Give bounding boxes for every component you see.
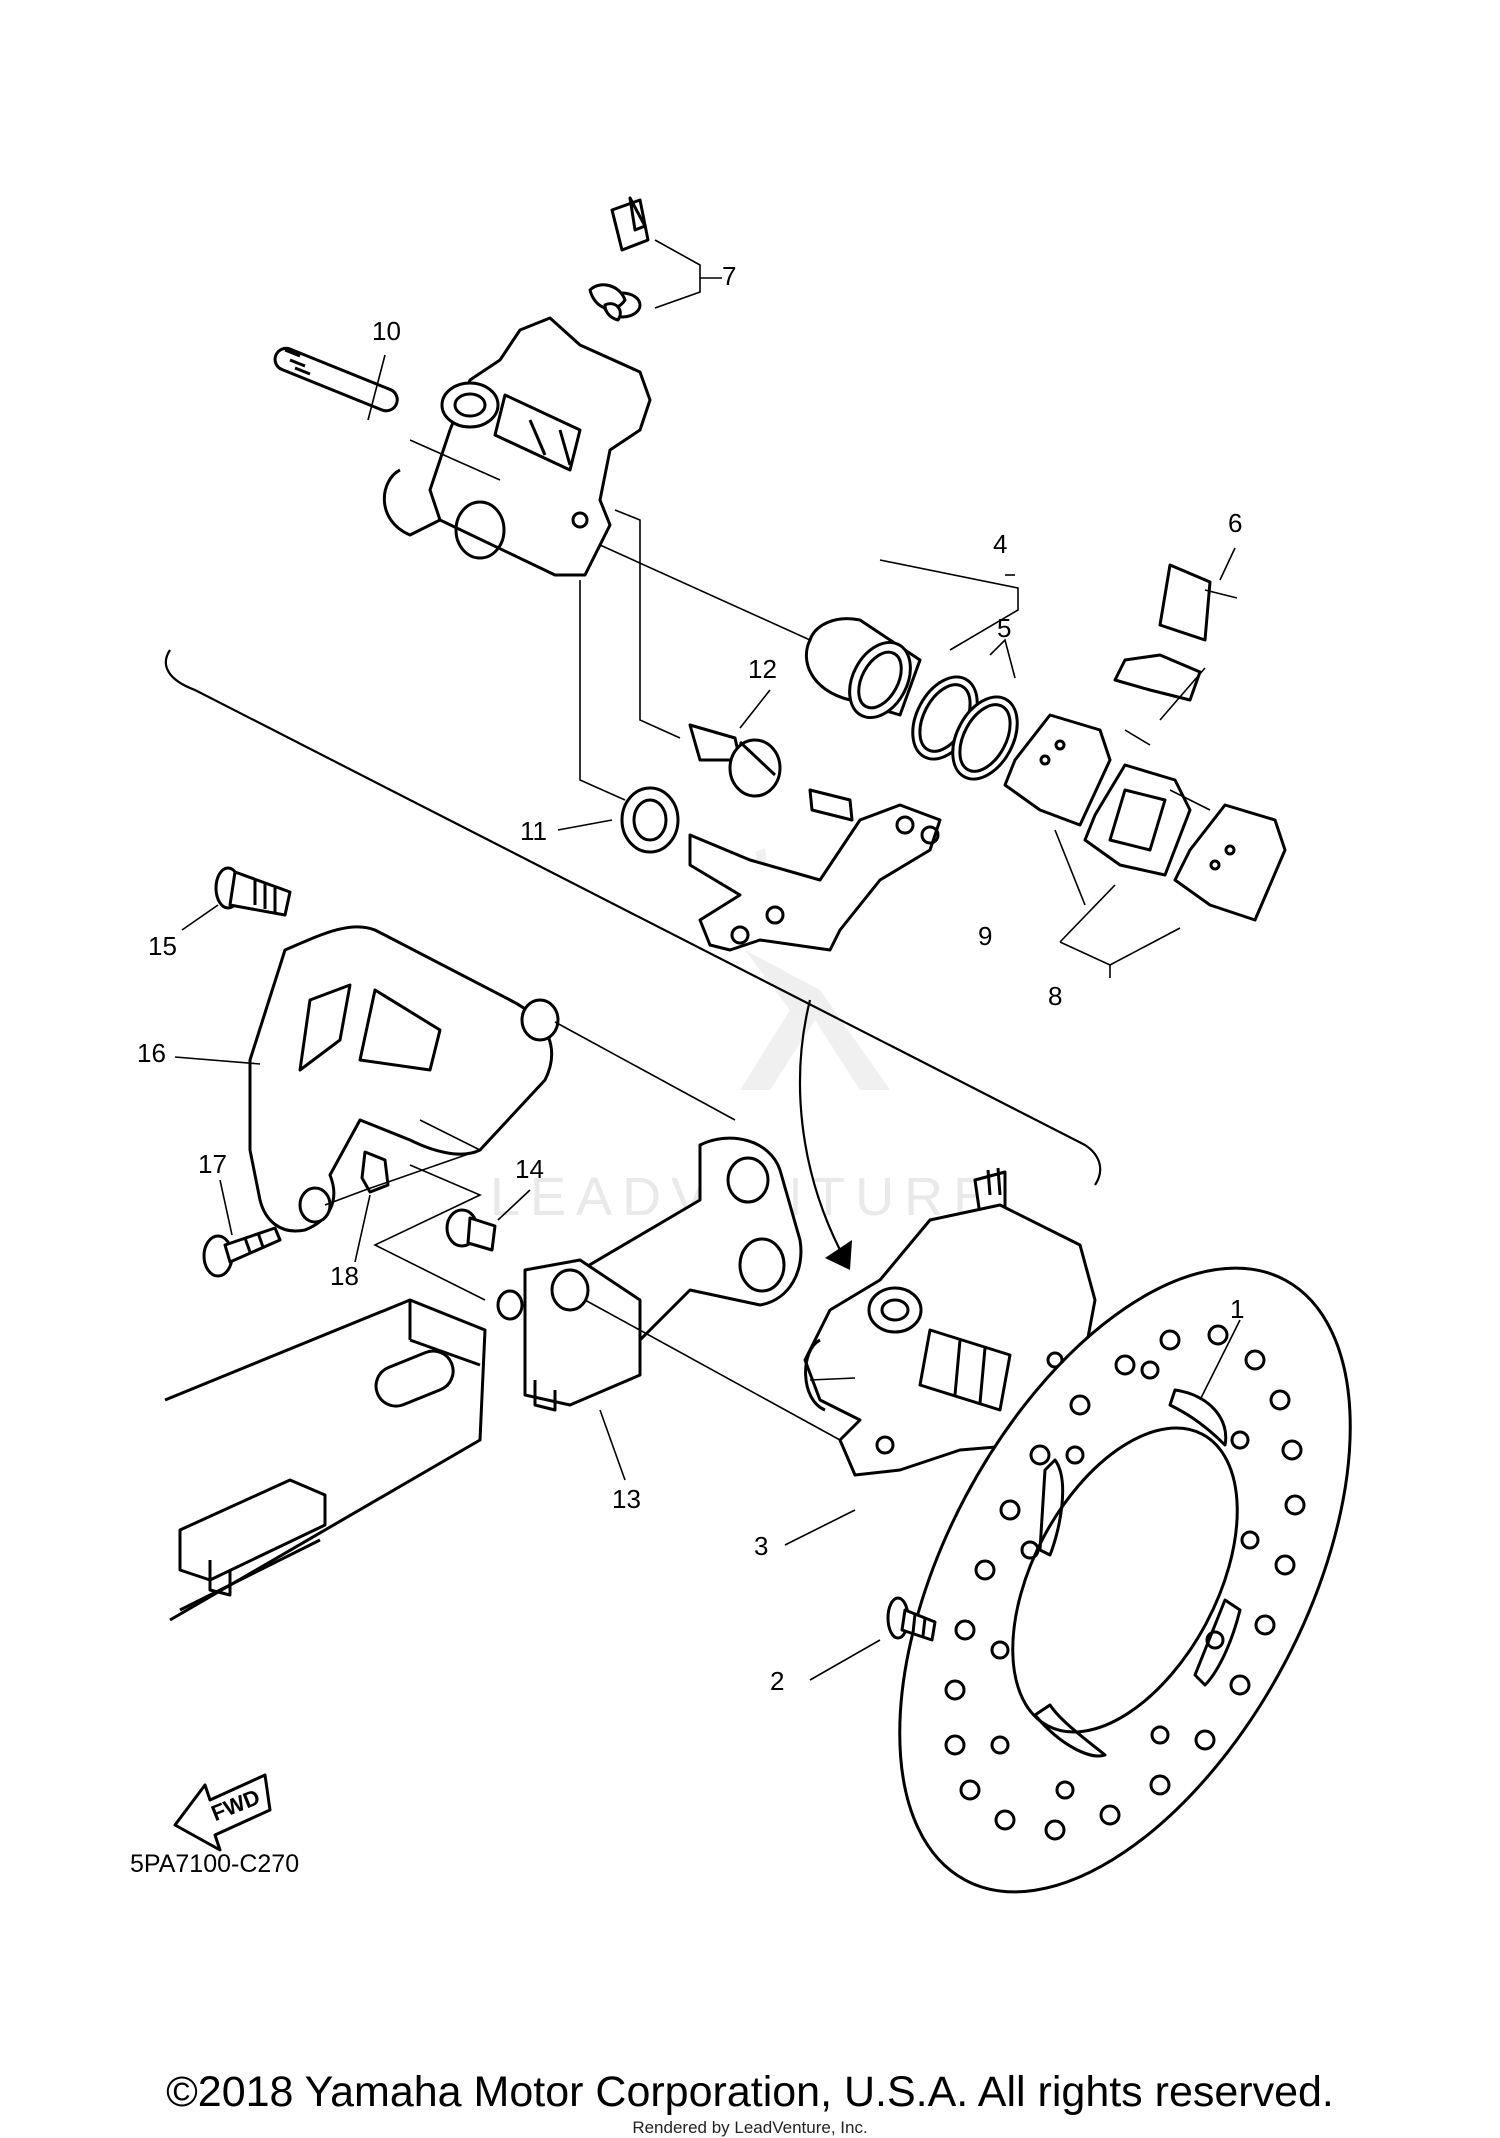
callout-14: 14 — [515, 1154, 544, 1184]
assembly-arrow-head — [825, 1240, 852, 1270]
group-separator-line — [164, 649, 1102, 1186]
callout-12: 12 — [748, 654, 777, 684]
alignment-line — [554, 1021, 736, 1121]
pad-spring — [1113, 563, 1212, 702]
callout-3: 3 — [754, 1531, 768, 1561]
alignment-line — [324, 1119, 483, 1206]
disc-holes — [944, 1324, 1306, 1841]
bleeder-screw — [588, 196, 650, 322]
copyright-notice: ©2018 Yamaha Motor Corporation, U.S.A. A… — [166, 2068, 1334, 2116]
callout-18: 18 — [330, 1261, 359, 1291]
callout-5: 5 — [997, 613, 1011, 643]
callout-9: 9 — [978, 921, 992, 951]
forward-arrow-icon: FWD — [173, 1773, 272, 1852]
swingarm — [164, 1298, 487, 1622]
callout-4: 4 — [993, 529, 1007, 559]
bracket-bolt-top — [214, 866, 292, 917]
callout-17: 17 — [198, 1149, 227, 1179]
pin-boot — [620, 786, 680, 854]
callout-10: 10 — [372, 316, 401, 346]
caliper-pin — [273, 346, 399, 413]
callout-7: 7 — [722, 261, 736, 291]
alignment-line — [584, 1299, 841, 1441]
collar — [445, 1208, 497, 1252]
callout-labels: 7 10 4 6 5 12 11 9 8 15 16 17 14 18 1 13… — [137, 261, 1244, 1696]
drawing-code: 5PA7100-C270 — [130, 1850, 300, 1878]
brake-disc — [898, 1266, 1352, 1894]
alignment-line — [614, 509, 681, 739]
callout-13: 13 — [612, 1484, 641, 1514]
alignment-line — [373, 1164, 486, 1301]
alignment-line — [579, 580, 626, 801]
callout-6: 6 — [1228, 508, 1242, 538]
callout-11: 11 — [520, 816, 547, 846]
leader-lines — [174, 239, 1241, 1681]
callout-8: 8 — [1048, 981, 1062, 1011]
bracket-bolt-bottom — [202, 1226, 282, 1278]
callout-15: 15 — [148, 931, 177, 961]
caliper-bracket-top — [688, 788, 942, 952]
callout-2: 2 — [770, 1666, 784, 1696]
brake-pads — [1003, 713, 1287, 922]
retaining-clip — [360, 1150, 390, 1194]
rendered-by-notice: Rendered by LeadVenture, Inc. — [632, 2118, 868, 2137]
alignment-line — [1124, 729, 1211, 811]
assembly-arrow — [798, 999, 841, 1251]
caliper-body-top — [382, 316, 652, 577]
disc-bolt — [886, 1596, 937, 1642]
caliper-piston — [804, 617, 922, 720]
alignment-line — [409, 439, 811, 641]
piston-seals — [911, 675, 1019, 781]
caliper-mount-bracket — [248, 925, 560, 1233]
callout-1: 1 — [1230, 1294, 1244, 1324]
torque-link — [496, 1136, 803, 1412]
callout-16: 16 — [137, 1038, 166, 1068]
slide-pin — [688, 723, 782, 798]
